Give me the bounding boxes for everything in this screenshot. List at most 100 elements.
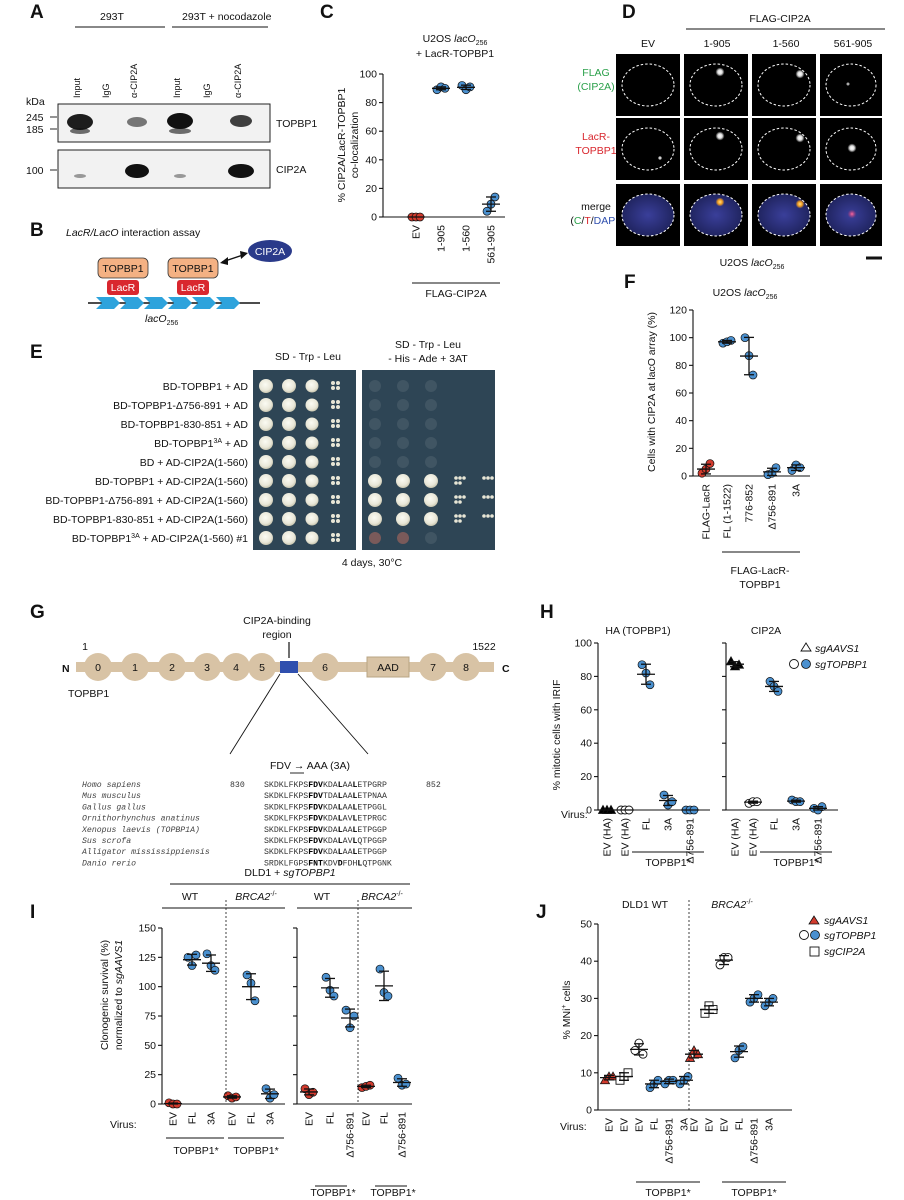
yeast-colony <box>336 533 340 537</box>
nucleus-outline <box>757 127 811 171</box>
x-tick-label: EV <box>689 1118 701 1132</box>
align-pos-start: 830 <box>230 781 245 790</box>
y-tick-label: 100 <box>138 981 156 993</box>
topbp1-name: TOPBP1 <box>68 688 109 700</box>
yeast-colony <box>454 519 458 523</box>
yeast-colony <box>331 538 335 542</box>
nucleus-outline <box>689 193 743 237</box>
x-tick-label: FL <box>649 1118 661 1130</box>
svg-text:LacR/LacO interaction assay: LacR/LacO interaction assay <box>66 227 201 239</box>
panel-f: F U2OS lacO256 Cells with CIP2A at lacO … <box>624 272 810 591</box>
lacr-box-2-label: LacR <box>181 282 206 294</box>
yeast-background-spot <box>425 418 437 430</box>
panel-label-e: E <box>30 342 43 363</box>
yeast-colony <box>482 495 486 499</box>
laco-label: lacO256 <box>145 313 178 327</box>
yeast-background-spot <box>369 399 381 411</box>
yeast-background-spot <box>425 380 437 392</box>
y-tick-label: 10 <box>580 1067 592 1079</box>
yeast-colony <box>331 424 335 428</box>
topbp1-box-1-label: TOPBP1 <box>102 263 143 275</box>
yeast-colony <box>259 531 273 545</box>
pos-1: 1 <box>82 641 88 653</box>
panel-label-b: B <box>30 220 44 241</box>
data-point <box>667 797 677 807</box>
yeast-colony <box>424 512 438 526</box>
yeast-colony <box>454 500 458 504</box>
blot-band-topbp1 <box>230 115 252 127</box>
brct-label: 7 <box>430 662 436 674</box>
topbp1-box-2 <box>167 257 219 279</box>
yeast-colony <box>259 398 273 412</box>
yeast-background-spot <box>369 437 381 449</box>
blot-band-topbp1 <box>169 128 191 134</box>
panel-h-bracket2: TOPBP1* <box>773 857 818 869</box>
micrograph-panel <box>684 54 748 116</box>
lacr-box-1 <box>107 280 139 295</box>
yeast-colony <box>331 519 335 523</box>
panel-label-h: H <box>540 602 554 623</box>
yeast-colony <box>305 531 319 545</box>
yeast-colony <box>282 455 296 469</box>
laco-repeat <box>216 297 240 309</box>
yeast-colony <box>282 379 296 393</box>
panel-label-a: A <box>30 2 44 23</box>
yeast-colony <box>336 400 340 404</box>
yeast-colony <box>486 514 490 518</box>
panel-e-caption: 4 days, 30°C <box>342 557 403 569</box>
panel-a-cond2: 293T + nocodazole <box>182 11 272 23</box>
x-tick-label: FL <box>769 818 781 830</box>
x-tick-label: Δ756-891 <box>767 484 779 530</box>
panel-j-ylabel: % MNi+ cells <box>561 981 573 1040</box>
micrograph-panel <box>752 54 816 116</box>
focus-spot <box>847 143 857 153</box>
yeast-colony <box>490 476 494 480</box>
x-tick-label: FL <box>379 1112 391 1124</box>
panel-d-header: FLAG-CIP2A <box>749 13 810 25</box>
yeast-colony <box>396 512 410 526</box>
panel-e-head1: SD - Trp - Leu <box>275 351 341 363</box>
y-tick-label: 0 <box>586 1105 592 1117</box>
data-point <box>250 996 260 1006</box>
cip2a-binding-region-1: CIP2A-binding <box>243 615 311 627</box>
yeast-background-spot <box>369 418 381 430</box>
yeast-colony <box>331 457 335 461</box>
yeast-colony <box>490 514 494 518</box>
brct-label: 8 <box>463 662 469 674</box>
x-tick-label: 1-560 <box>461 225 473 252</box>
x-tick-label: 3A <box>791 818 803 831</box>
legend-j-sgaavs1: sgAAVS1 <box>824 915 868 927</box>
focus-spot <box>715 197 725 207</box>
y-tick-label: 80 <box>580 671 592 683</box>
laco-repeat <box>168 297 192 309</box>
panel-label-f: F <box>624 272 636 293</box>
y-tick-label: 80 <box>365 97 377 109</box>
yeast-background-spot <box>369 380 381 392</box>
focus-spot <box>847 209 857 219</box>
yeast-row-label: BD-TOPBP1-830-851 + AD-CIP2A(1-560) <box>53 514 248 526</box>
nucleus-outline <box>757 193 811 237</box>
brct-domain-3 <box>193 653 221 681</box>
panel-h-title1: HA (TOPBP1) <box>605 625 670 637</box>
yeast-colony <box>259 379 273 393</box>
data-point <box>630 1046 640 1055</box>
x-tick-label: EV <box>619 1118 631 1132</box>
y-tick-label: 20 <box>675 443 687 455</box>
x-tick-label: EV (HA) <box>730 818 742 857</box>
panel-h-virus: Virus: <box>561 809 588 821</box>
x-tick-label: 3A <box>679 1118 691 1131</box>
panel-i: I DLD1 + sgTOPBP1 WT BRCA2-/- WT BRCA2-/… <box>30 867 416 1199</box>
panel-c-bracket: FLAG-CIP2A <box>425 288 486 300</box>
yeast-colony <box>331 500 335 504</box>
data-point <box>191 950 201 960</box>
panel-j: J DLD1 WT BRCA2-/- % MNi+ cells 01020304… <box>536 899 876 1199</box>
nucleus-outline <box>825 127 877 171</box>
yeast-row-label: BD + AD-CIP2A(1-560) <box>140 457 248 469</box>
brct-label: 4 <box>233 662 239 674</box>
yeast-row-label: BD-TOPBP1 + AD <box>163 381 249 393</box>
panel-h-bracket1: TOPBP1* <box>645 857 690 869</box>
sequence: SKDKLFKPSFDVKDALAALETPGGP <box>264 826 387 835</box>
